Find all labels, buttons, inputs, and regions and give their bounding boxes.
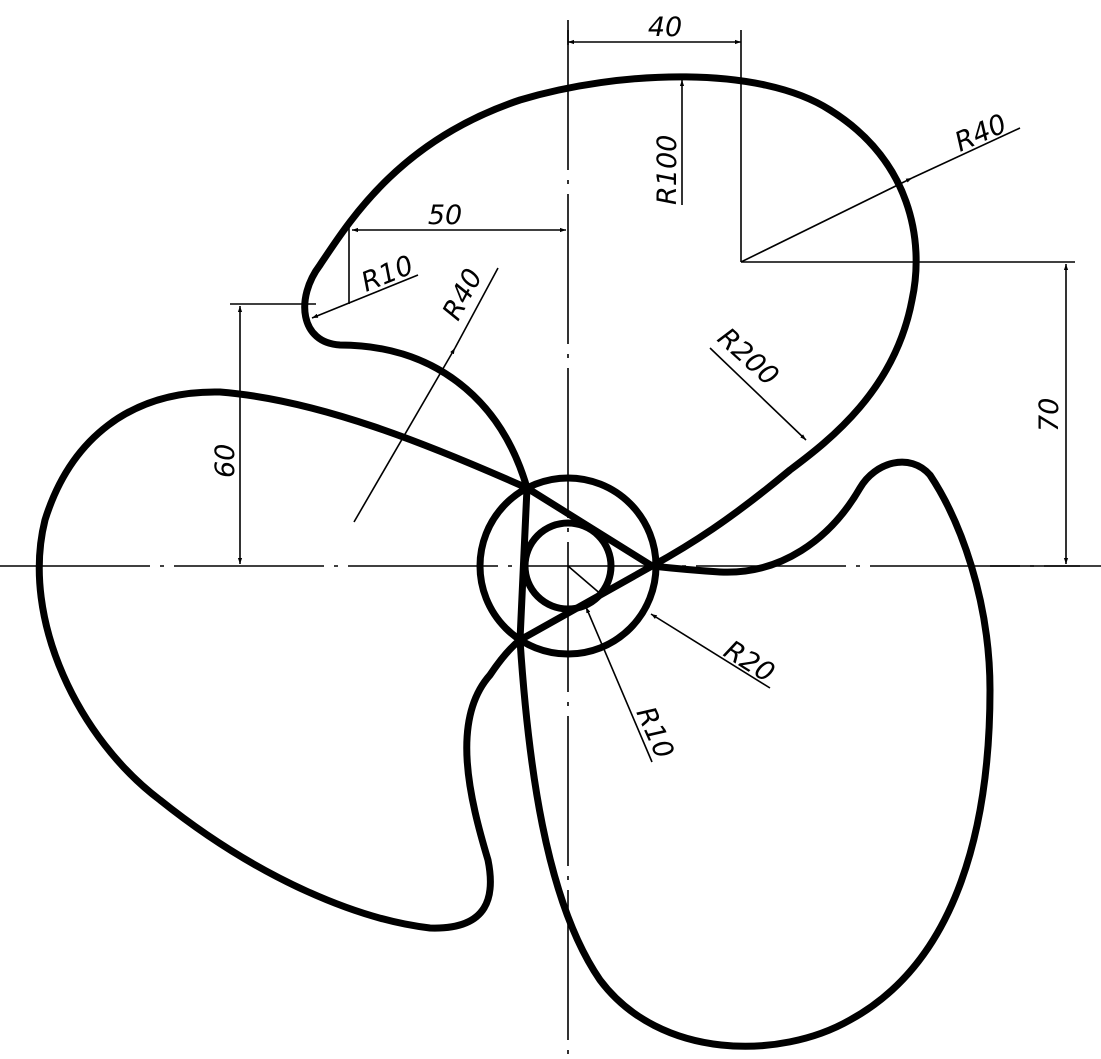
dim-r10-hub-line — [585, 606, 653, 763]
left-blade-outline — [35, 388, 531, 932]
top-blade-outline — [301, 73, 920, 570]
dim-r10-left-line — [311, 274, 419, 319]
dim-r10-hub-label: R10 — [630, 702, 680, 763]
dim-50-label: 50 — [428, 200, 462, 231]
dim-r20-line — [650, 613, 771, 689]
dim-r200-label: R200 — [711, 322, 784, 392]
dim-r40-left-label: R40 — [437, 264, 489, 325]
dim-40-label: 40 — [648, 12, 682, 43]
dim-r10-hub-center — [567, 565, 604, 597]
dim-70-label: 70 — [1034, 398, 1065, 432]
dim-60-label: 60 — [210, 444, 241, 478]
dim-r40-top-leader — [911, 127, 1021, 179]
dim-r10-left-label: R10 — [357, 250, 418, 299]
dim-r40-left-leader — [454, 267, 499, 349]
blade-root-lines — [516, 484, 656, 644]
dim-r40-left-line — [353, 347, 456, 523]
dim-r40-top-label: R40 — [950, 108, 1011, 158]
hub-outer-circle — [476, 474, 660, 658]
dim-r200-line — [709, 347, 807, 441]
dim-r20-label: R20 — [718, 635, 779, 689]
dim-r100-label: R100 — [652, 135, 683, 205]
right-blade-outline — [516, 458, 994, 1050]
dim-r40-top-line — [740, 177, 913, 263]
